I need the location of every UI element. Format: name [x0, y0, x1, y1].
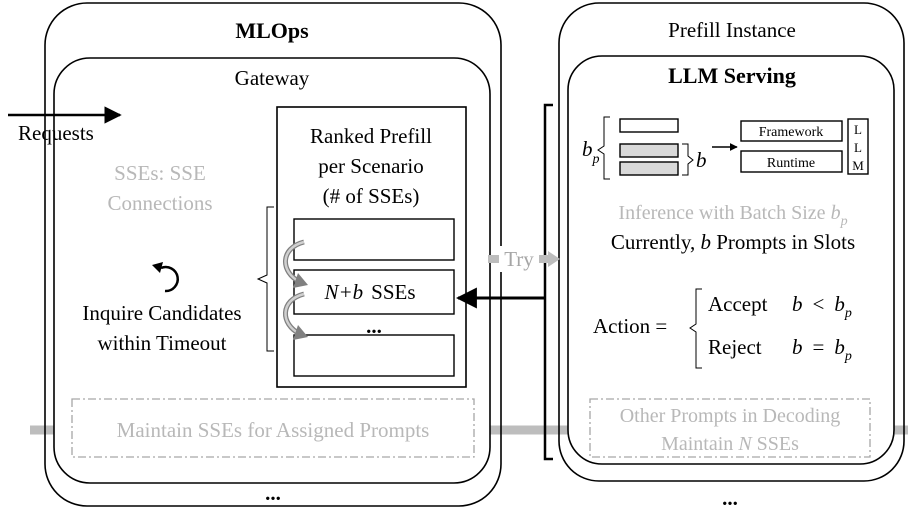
prefill-bottom-ellipsis: ...	[722, 486, 738, 510]
framework-box	[740, 120, 843, 142]
reject-label: Reject	[708, 335, 762, 359]
ranked-line1: Ranked Prefill	[310, 124, 432, 148]
ranked-slot-2	[293, 269, 455, 315]
inquire-line1: Inquire Candidates	[82, 301, 241, 325]
other-prompts-box	[589, 398, 871, 458]
action-brace	[689, 288, 702, 369]
prefill-title: Prefill Instance	[668, 18, 796, 42]
ranked-slot-3	[293, 334, 455, 377]
other-prompts-line1: Other Prompts in Decoding	[620, 405, 841, 427]
framework-label: Framework	[759, 125, 824, 140]
action-label: Action =	[593, 314, 667, 338]
runtime-label: Runtime	[767, 156, 815, 171]
inference-text: Inference with Batch Size bp	[618, 202, 847, 229]
rank-swap-arrow-1	[283, 239, 308, 288]
ranked-ellipsis: ...	[366, 314, 382, 338]
runtime-box	[740, 150, 843, 173]
prefill-outer-box	[558, 2, 905, 482]
mlops-bottom-ellipsis: ...	[265, 481, 281, 505]
candidates-brace	[256, 206, 274, 352]
batch-slot-filled-1	[619, 143, 679, 158]
b-label: b	[696, 148, 707, 172]
accept-label: Accept	[708, 292, 768, 316]
currently-text: Currently, b Prompts in Slots	[611, 230, 855, 254]
inquire-line2: within Timeout	[98, 331, 227, 355]
ranked-line2: per Scenario	[318, 154, 424, 178]
gateway-title: Gateway	[235, 66, 310, 90]
llm-serving-title: LLM Serving	[668, 63, 796, 88]
llm-letter-3: M	[852, 158, 864, 173]
llm-letter-2: L	[854, 140, 862, 155]
b-brace	[682, 143, 694, 176]
batch-slot-filled-2	[619, 161, 679, 176]
other-prompts-line2: Maintain N SSEs	[661, 433, 799, 455]
mlops-title: MLOps	[235, 18, 309, 43]
sses-note-line2: Connections	[108, 191, 213, 215]
rank-swap-arrow-2	[283, 291, 308, 340]
try-label: Try	[504, 247, 534, 271]
maintain-sses-box	[71, 398, 475, 458]
maintain-sses-label: Maintain SSEs for Assigned Prompts	[117, 418, 430, 442]
accept-condition: b<bp	[792, 292, 852, 321]
batch-slot-empty	[619, 118, 679, 133]
ranked-line3: (# of SSEs)	[323, 184, 420, 208]
llm-box	[847, 118, 869, 175]
requests-label: Requests	[18, 121, 94, 145]
bp-brace	[597, 116, 610, 180]
bp-label: bp	[582, 137, 600, 167]
ranked-slot-1	[293, 218, 455, 261]
try-arrow-head	[548, 251, 560, 267]
llm-letter-1: L	[854, 122, 862, 137]
instance-bracket	[543, 103, 553, 461]
sses-note-line1: SSEs: SSE	[114, 161, 206, 185]
reject-condition: b=bp	[792, 335, 852, 364]
refresh-icon	[152, 262, 179, 293]
try-label-bg	[499, 246, 539, 272]
